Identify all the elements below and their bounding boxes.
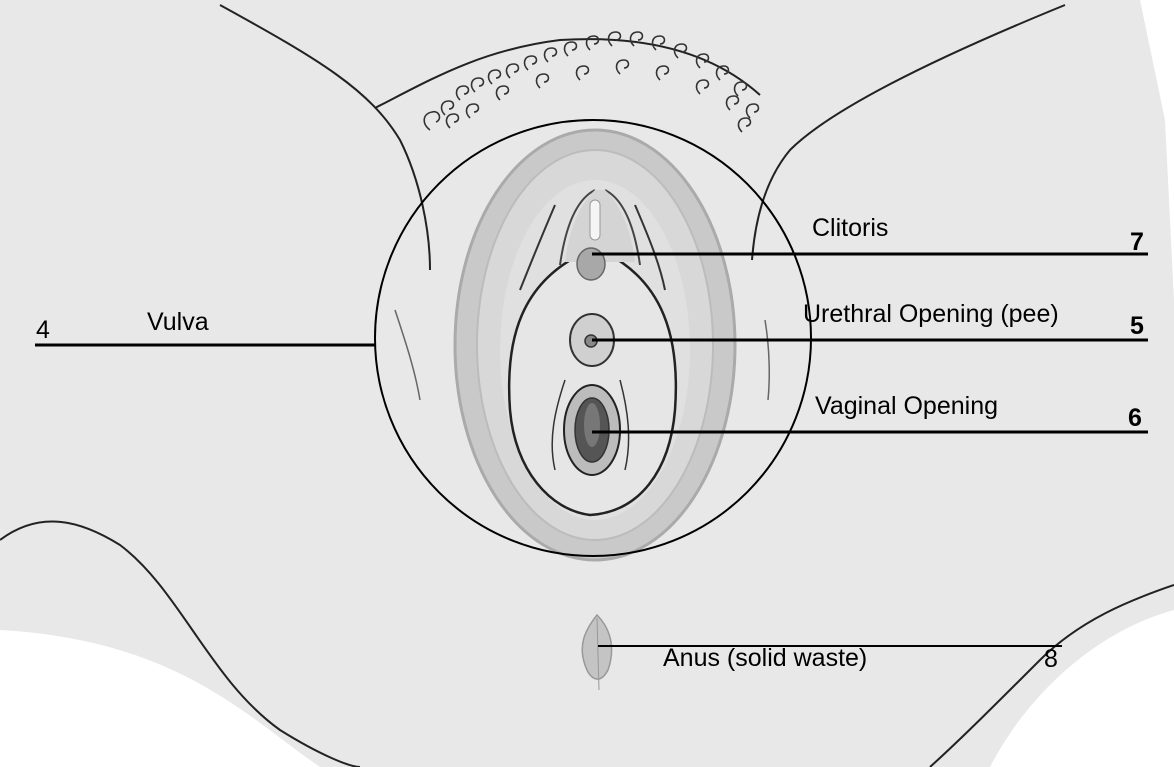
vaginal-opening-highlight: [584, 403, 600, 447]
anus-label: Anus (solid waste): [663, 644, 867, 672]
clitoris-number: 7: [1130, 228, 1144, 256]
vaginal-number: 6: [1128, 404, 1142, 432]
urethral-label: Urethral Opening (pee): [803, 300, 1059, 328]
urethral-number: 5: [1130, 312, 1144, 340]
vulva-label: Vulva: [147, 308, 209, 336]
vulva-number: 4: [36, 316, 50, 344]
vaginal-label: Vaginal Opening: [815, 392, 998, 420]
clitoris-label: Clitoris: [812, 214, 888, 242]
anus-number: 8: [1044, 645, 1058, 673]
clitoral-hood-highlight: [590, 200, 600, 240]
